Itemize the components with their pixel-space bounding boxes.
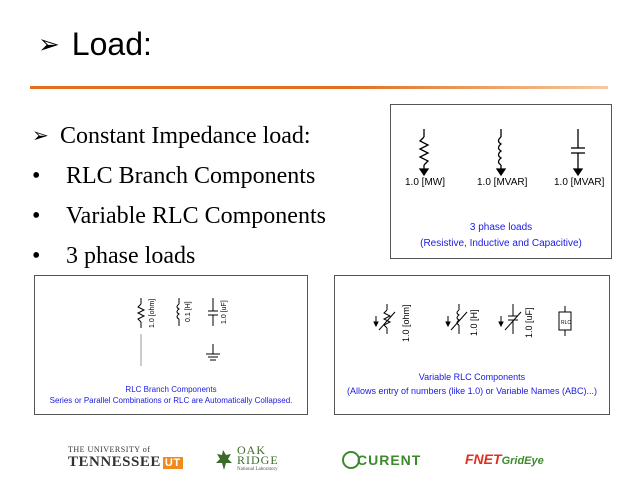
rlc-branch-panel: 1.0 [ohm] 0.1 [H] 1.0 [uF] RLC Branch Co… [34,275,308,415]
capacitor-load-icon [571,129,585,177]
slide-title: ➢ Load: [38,26,152,63]
phase-caption-subtitle: (Resistive, Inductive and Capacitive) [420,238,582,249]
variable-rlc-panel: RLC 1.0 [ohm] 1.0 [H] 1.0 [uF] Variable … [334,275,610,415]
rlc-branch-symbols [136,298,220,366]
variable-resistor-value-label: 1.0 [ohm] [401,304,411,342]
slide-title-text: Load: [71,26,152,62]
phase-caption-title: 3 phase loads [469,222,533,233]
ground-icon [206,344,220,361]
ornl-word-oak: OAK [237,443,266,457]
three-phase-loads-panel: 1.0 [MW] 1.0 [MVAR] 1.0 [MVAR] 3 phase l… [390,104,612,259]
oak-leaf-icon [216,450,232,470]
inductor-load-icon [495,129,507,177]
bullet-item: ➢ Constant Impedance load: [32,116,326,156]
capacitive-value-label: 1.0 [MVAR] [554,177,605,188]
three-phase-symbols [418,129,585,177]
arrow-bullet-icon: ➢ [32,125,49,147]
inductive-value-label: 1.0 [MVAR] [477,177,528,188]
variable-inductor-icon [445,304,468,334]
ornl-word-ridge: RIDGE [237,453,279,467]
variable-caption-subtitle: (Allows entry of numbers (like 1.0) or V… [347,386,597,396]
ut-logo-wordmark: TENNESSEE [68,454,161,470]
ut-mark-icon: UT [162,457,183,469]
bullet-text: 3 phase loads [66,243,196,269]
rlc-caption-subtitle: Series or Parallel Combinations or RLC a… [49,396,293,405]
ornl-word-lab: National Laboratory [237,467,278,472]
bullet-text: Variable RLC Components [66,203,326,229]
capacitor-value-label: 1.0 [uF] [221,300,228,324]
bullet-text: RLC Branch Components [66,163,316,189]
fnet-wordmark: FNET [465,451,502,467]
bullet-text: Constant Impedance load: [60,123,311,149]
title-underline [30,86,608,89]
dot-bullet-icon: • [32,203,41,229]
variable-inductor-value-label: 1.0 [H] [469,309,479,336]
rlc-caption-title: RLC Branch Components [125,385,217,394]
bullet-item: • 3 phase loads [32,236,326,276]
title-arrow-icon: ➢ [38,29,60,59]
variable-rlc-symbols: RLC [373,304,572,336]
inductor-branch-icon [176,298,180,326]
curent-ring-icon [342,451,360,469]
bullet-list: ➢ Constant Impedance load: • RLC Branch … [32,116,326,276]
dot-bullet-icon: • [32,163,41,189]
variable-caption-title: Variable RLC Components [418,372,526,382]
bullet-item: • Variable RLC Components [32,196,326,236]
variable-capacitor-icon [498,304,522,334]
grideye-wordmark: GridEye [501,455,544,467]
variable-capacitor-value-label: 1.0 [uF] [524,307,534,338]
ut-logo-line1: THE UNIVERSITY of [68,445,151,454]
resistive-value-label: 1.0 [MW] [405,177,446,188]
bullet-item: • RLC Branch Components [32,156,326,196]
curent-logo: CURENT [342,451,421,469]
dot-bullet-icon: • [32,243,41,269]
variable-resistor-icon [373,304,396,334]
resistor-value-label: 1.0 [ohm] [149,298,156,328]
fnet-logo: FNETGridEye [465,451,544,467]
ornl-logo: OAK RIDGE National Laboratory [213,443,279,475]
curent-wordmark: CURENT [357,452,422,468]
capacitor-branch-icon [208,298,218,326]
svg-text:RLC: RLC [561,320,571,326]
inductor-value-label: 0.1 [H] [185,301,192,322]
resistor-branch-icon [136,298,146,366]
rlc-block-icon: RLC [558,306,572,336]
resistor-load-icon [418,129,430,177]
